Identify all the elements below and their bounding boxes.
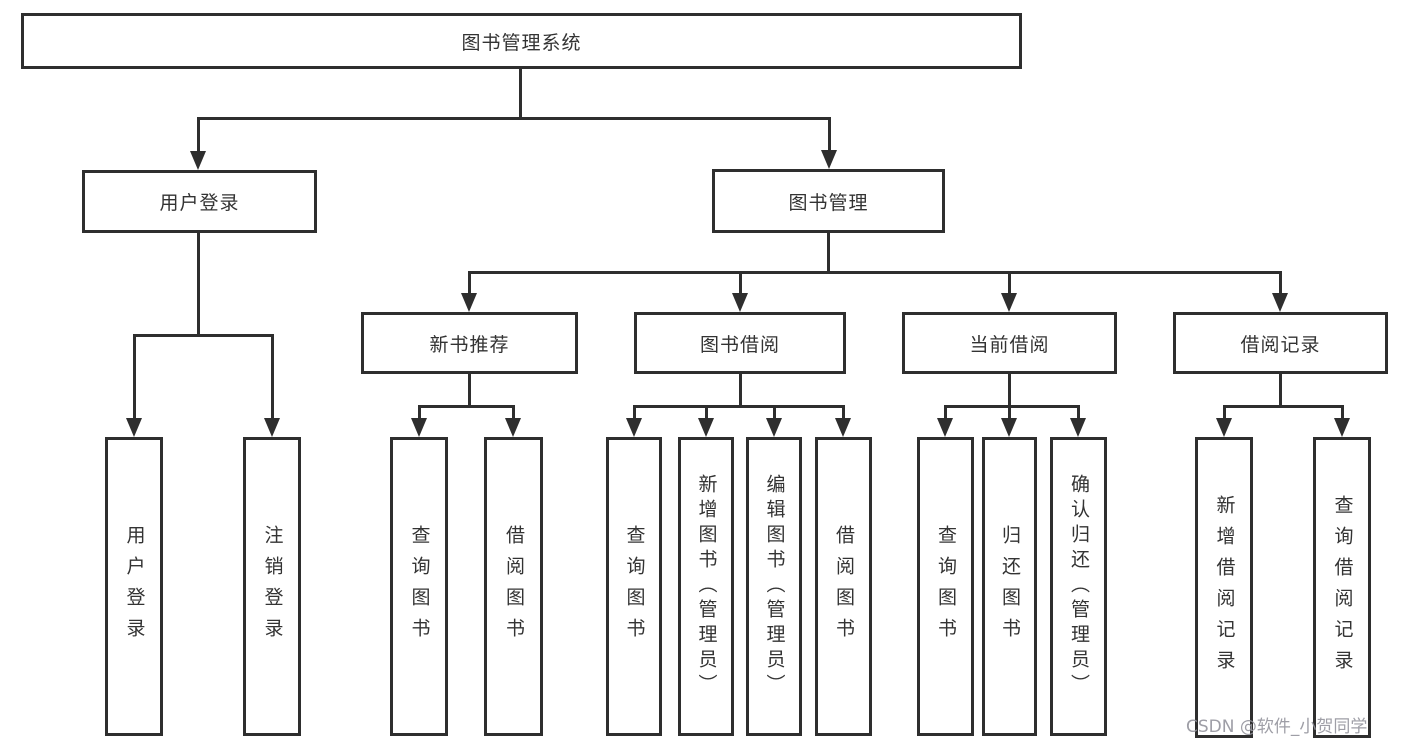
leaf-add-book-admin: 新增图书（管理员）: [678, 437, 734, 736]
arrowhead-leaf-5: [626, 418, 642, 437]
leaf-edit-book-admin-label: 编辑图书（管理员）: [763, 474, 786, 699]
arrowhead-leaf-12: [1216, 418, 1232, 437]
leaf-edit-book-admin: 编辑图书（管理员）: [746, 437, 802, 736]
leaf-borrow-book: 借阅图书: [815, 437, 872, 736]
connector-drop-current-borrow: [1008, 271, 1011, 295]
node-current-borrow: 当前借阅: [902, 312, 1117, 374]
leaf-borrow-book-recommend: 借阅图书: [484, 437, 543, 736]
arrowhead-leaf-9: [937, 418, 953, 437]
connector-drop-book-borrow: [739, 271, 742, 295]
leaf-confirm-return-admin: 确认归还（管理员）: [1050, 437, 1107, 736]
leaf-query-current-borrow: 查询图书: [917, 437, 974, 736]
leaf-query-book-recommend: 查询图书: [390, 437, 448, 736]
node-user-login-label: 用户登录: [159, 192, 240, 214]
node-new-book-recommend-label: 新书推荐: [429, 333, 510, 356]
leaf-borrow-book-label: 借阅图书: [833, 524, 855, 649]
node-book-management: 图书管理: [712, 169, 945, 233]
leaf-add-borrow-record-label: 新增借阅记录: [1213, 494, 1236, 681]
connector-drop-borrow-records: [1279, 271, 1282, 295]
connector-root-branch: [197, 117, 831, 120]
connector-drop-leaf-6: [705, 405, 708, 420]
arrowhead-borrow-records: [1272, 293, 1288, 312]
node-borrow-records-label: 借阅记录: [1240, 333, 1321, 356]
arrowhead-current-borrow: [1001, 293, 1017, 312]
connector-drop-leaf-user-login: [133, 334, 136, 419]
arrowhead-leaf-7: [766, 418, 782, 437]
connector-drop-book-management: [828, 117, 831, 153]
node-user-login: 用户登录: [82, 170, 317, 233]
leaf-logout: 注销登录: [243, 437, 301, 736]
watermark: CSDN @软件_小贺同学: [1186, 717, 1368, 737]
connector-drop-leaf-12: [1223, 405, 1226, 420]
leaf-return-book-label: 归还图书: [999, 524, 1021, 649]
leaf-confirm-return-admin-label: 确认归还（管理员）: [1068, 474, 1090, 699]
node-book-borrow-label: 图书借阅: [699, 333, 780, 356]
connector-drop-leaf-10: [1008, 405, 1011, 420]
node-current-borrow-label: 当前借阅: [969, 333, 1050, 356]
connector-user-login-branch: [133, 334, 273, 337]
leaf-user-login: 用户登录: [105, 437, 163, 736]
leaf-borrow-book-recommend-label: 借阅图书: [503, 524, 525, 649]
arrowhead-leaf-user-login: [126, 418, 142, 437]
connector-current-borrow-stem: [1008, 374, 1011, 408]
arrowhead-leaf-11: [1070, 418, 1086, 437]
arrowhead-leaf-logout: [264, 418, 280, 437]
leaf-query-book-recommend-label: 查询图书: [408, 524, 431, 649]
node-root: 图书管理系统: [21, 13, 1022, 69]
node-book-borrow: 图书借阅: [634, 312, 846, 374]
connector-drop-leaf-11: [1077, 405, 1080, 420]
connector-book-management-branch: [468, 271, 1282, 274]
connector-current-borrow-branch: [944, 405, 1079, 408]
connector-borrow-records-branch: [1223, 405, 1343, 408]
node-book-management-label: 图书管理: [788, 191, 869, 214]
arrowhead-book-borrow: [732, 293, 748, 312]
arrowhead-leaf-6: [698, 418, 714, 437]
arrowhead-new-book-recommend: [461, 293, 477, 312]
connector-drop-leaf-logout: [271, 334, 274, 419]
connector-book-management-stem: [827, 233, 830, 274]
leaf-query-book-borrow: 查询图书: [606, 437, 662, 736]
arrowhead-leaf-3: [411, 418, 427, 437]
arrowhead-leaf-8: [835, 418, 851, 437]
connector-drop-leaf-13: [1341, 405, 1344, 420]
connector-drop-user-login: [197, 117, 200, 153]
connector-drop-leaf-4: [512, 405, 515, 420]
arrowhead-user-login: [190, 151, 206, 170]
node-borrow-records: 借阅记录: [1173, 312, 1388, 374]
connector-borrow-records-stem: [1279, 374, 1282, 408]
connector-root-stem: [519, 69, 522, 118]
connector-book-borrow-stem: [739, 374, 742, 408]
connector-drop-leaf-5: [633, 405, 636, 420]
arrowhead-leaf-13: [1334, 418, 1350, 437]
arrowhead-leaf-4: [505, 418, 521, 437]
connector-book-borrow-branch: [633, 405, 844, 408]
connector-new-book-recommend-stem: [468, 374, 471, 408]
connector-drop-leaf-9: [944, 405, 947, 420]
leaf-return-book: 归还图书: [982, 437, 1037, 736]
leaf-query-borrow-record-label: 查询借阅记录: [1331, 494, 1354, 681]
connector-new-book-recommend-branch: [418, 405, 515, 408]
connector-drop-new-book-recommend: [468, 271, 471, 295]
leaf-query-book-borrow-label: 查询图书: [623, 524, 646, 649]
leaf-query-current-borrow-label: 查询图书: [935, 524, 957, 649]
leaf-add-borrow-record: 新增借阅记录: [1195, 437, 1253, 738]
leaf-logout-label: 注销登录: [261, 524, 284, 649]
connector-user-login-stem: [197, 233, 200, 336]
node-root-label: 图书管理系统: [461, 31, 582, 54]
arrowhead-leaf-10: [1001, 418, 1017, 437]
connector-drop-leaf-3: [418, 405, 421, 420]
arrowhead-book-management: [821, 150, 837, 169]
connector-drop-leaf-8: [842, 405, 845, 420]
connector-drop-leaf-7: [773, 405, 776, 420]
node-new-book-recommend: 新书推荐: [361, 312, 578, 374]
leaf-add-book-admin-label: 新增图书（管理员）: [695, 474, 718, 699]
leaf-user-login-label: 用户登录: [123, 524, 146, 649]
leaf-query-borrow-record: 查询借阅记录: [1313, 437, 1371, 738]
